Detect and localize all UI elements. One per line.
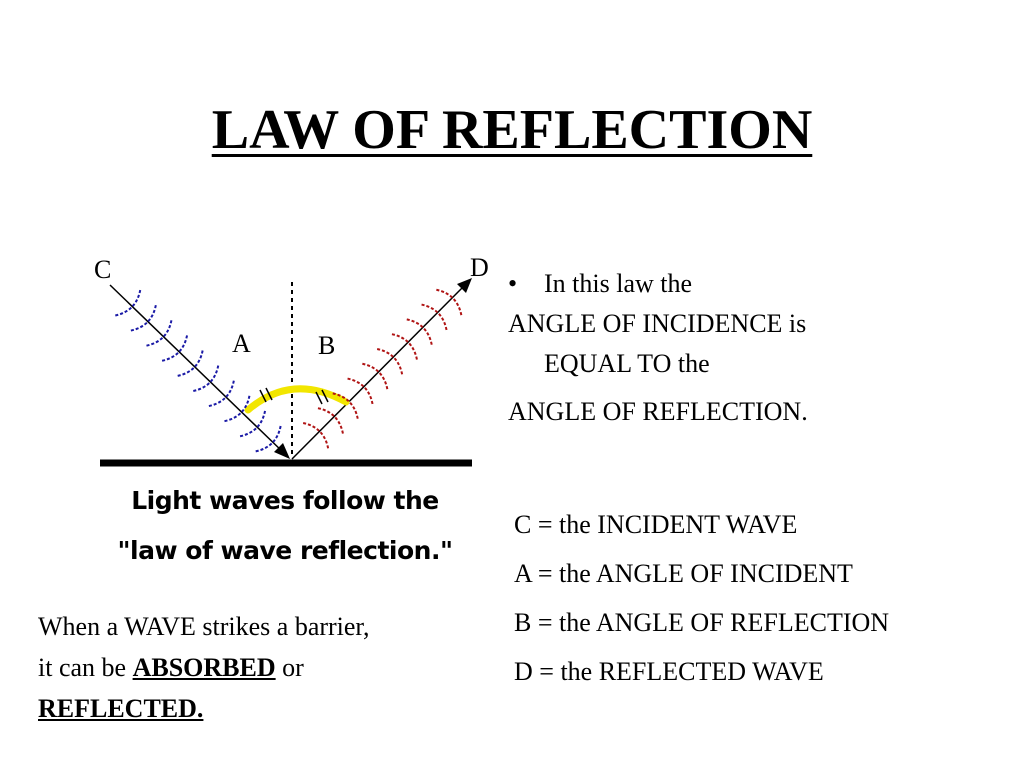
caption-line-2: "law of wave reflection." — [117, 536, 453, 565]
note-prefix: it can be — [38, 653, 133, 682]
law-line-1: ANGLE OF INCIDENCE is EQUAL TO the — [508, 304, 1008, 384]
wavefront-arc — [391, 333, 418, 360]
bullet-intro-text: In this law the — [544, 269, 693, 298]
absorb-reflect-note: When a WAVE strikes a barrier, it can be… — [38, 606, 498, 729]
law-line-2-text: ANGLE OF REFLECTION. — [508, 397, 808, 426]
wavefront-arc — [161, 334, 189, 362]
law-line-1-cont: EQUAL TO the — [544, 349, 710, 378]
reflected-word: REFLECTED. — [38, 694, 204, 723]
caption-line-1: Light waves follow the — [131, 486, 439, 515]
reflected-wavefronts — [302, 288, 463, 449]
label-b: B — [318, 331, 335, 360]
wavefront-arc — [361, 362, 389, 390]
label-c: C — [94, 255, 111, 284]
wavefront-arc — [255, 425, 282, 453]
incident-arrowhead — [274, 443, 290, 459]
label-d: D — [470, 253, 489, 282]
definition-d: D = the REFLECTED WAVE — [514, 657, 824, 686]
absorbed-word: ABSORBED — [132, 653, 276, 682]
wavefront-arc — [346, 377, 374, 405]
definition-a: A = the ANGLE OF INCIDENT — [514, 559, 853, 588]
angle-a-tick — [259, 387, 273, 403]
wavefront-arc — [177, 349, 204, 377]
wavefront-arc — [146, 319, 173, 347]
wavefront-arc — [317, 407, 344, 434]
bullet-intro: • In this law the — [508, 264, 1008, 304]
bullet-dot: • — [508, 269, 518, 298]
diagram-caption: Light waves follow the "law of wave refl… — [90, 476, 480, 576]
wavefront-arc — [208, 380, 235, 408]
reflected-arrowhead — [457, 278, 472, 293]
wavefront-arc — [130, 304, 157, 332]
reflection-diagram: C D A B — [94, 253, 489, 467]
note-line-3: REFLECTED. — [38, 688, 498, 729]
note-line-1: When a WAVE strikes a barrier, — [38, 612, 370, 641]
page-title: LAW OF REFLECTION — [211, 99, 813, 161]
wavefront-arc — [193, 364, 220, 392]
wavefront-arc — [420, 303, 448, 331]
wavefront-arc — [302, 421, 330, 449]
wavefront-arc — [115, 289, 142, 317]
wavefront-arc — [239, 410, 267, 438]
label-a: A — [232, 329, 251, 358]
angle-arc — [244, 385, 350, 414]
note-line-2: it can be ABSORBED or — [38, 647, 498, 688]
law-statement: • In this law the ANGLE OF INCIDENCE is EQ… — [508, 264, 1008, 432]
incident-ray — [109, 284, 286, 455]
wavefront-arc — [224, 395, 251, 423]
definition-b: B = the ANGLE OF REFLECTION — [514, 608, 890, 637]
law-line-1-text: ANGLE OF INCIDENCE is — [508, 309, 807, 338]
definitions-list: C = the INCIDENT WAVE A = the ANGLE OF I… — [514, 500, 889, 696]
incident-wavefronts — [115, 289, 282, 453]
wavefront-arc — [435, 288, 463, 316]
angle-b-tick — [315, 389, 329, 405]
wavefront-arc — [332, 392, 359, 419]
wavefront-arc — [406, 318, 433, 345]
wavefront-arc — [376, 347, 404, 375]
reflected-ray — [291, 283, 467, 460]
note-or: or — [275, 653, 304, 682]
law-line-2: ANGLE OF REFLECTION. — [508, 392, 1008, 432]
definition-c: C = the INCIDENT WAVE — [514, 510, 798, 539]
